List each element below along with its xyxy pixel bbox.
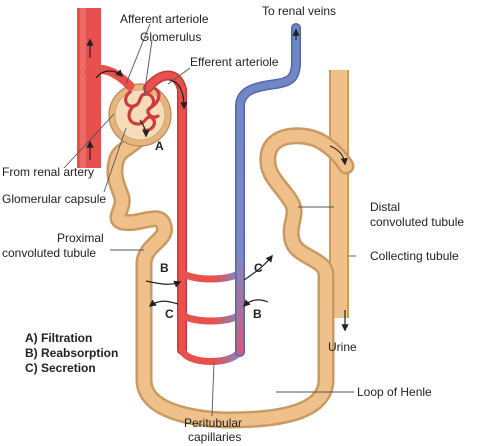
legend-filtration: A) Filtration <box>25 331 92 345</box>
renal-artery-label: From renal artery <box>2 165 94 179</box>
renal-veins-label: To renal veins <box>262 4 336 18</box>
collecting-tubule-label: Collecting tubule <box>370 249 459 263</box>
proximal-label-line2: convoluted tubule <box>2 246 96 260</box>
marker-b-left: B <box>160 261 169 275</box>
glomerular-capsule-label: Glomerular capsule <box>2 192 106 206</box>
urine-label: Urine <box>328 340 357 354</box>
peritubular-label-line1: Peritubular <box>184 416 242 430</box>
peritubular-label-line2: capillaries <box>188 430 241 444</box>
flow-arrows <box>86 28 349 332</box>
marker-c-left: C <box>165 307 174 321</box>
legend-reabsorption: B) Reabsorption <box>25 346 118 360</box>
afferent-arteriole-label: Afferent arteriole <box>120 12 209 26</box>
collecting-tubule <box>329 70 349 318</box>
process-legend: A) Filtration B) Reabsorption C) Secreti… <box>25 331 118 375</box>
proximal-label-line1: Proximal <box>57 231 104 245</box>
glomerulus-label: Glomerulus <box>140 30 201 44</box>
distal-label-line1: Distal <box>370 200 400 214</box>
loop-of-henle-label: Loop of Henle <box>357 385 432 399</box>
renal-tubule <box>106 127 355 429</box>
efferent-arteriole-label: Efferent arteriole <box>190 55 279 69</box>
distal-label-line2: convoluted tubule <box>370 215 464 229</box>
glomerular-capsule <box>108 83 172 147</box>
legend-secretion: C) Secretion <box>25 361 96 375</box>
glomerulus <box>124 86 161 132</box>
marker-b-right: B <box>253 307 262 321</box>
marker-c-right: C <box>254 261 263 275</box>
leader-lines <box>63 23 356 417</box>
renal-artery <box>77 8 101 168</box>
peritubular-capillaries <box>143 23 301 365</box>
marker-a: A <box>155 139 164 153</box>
